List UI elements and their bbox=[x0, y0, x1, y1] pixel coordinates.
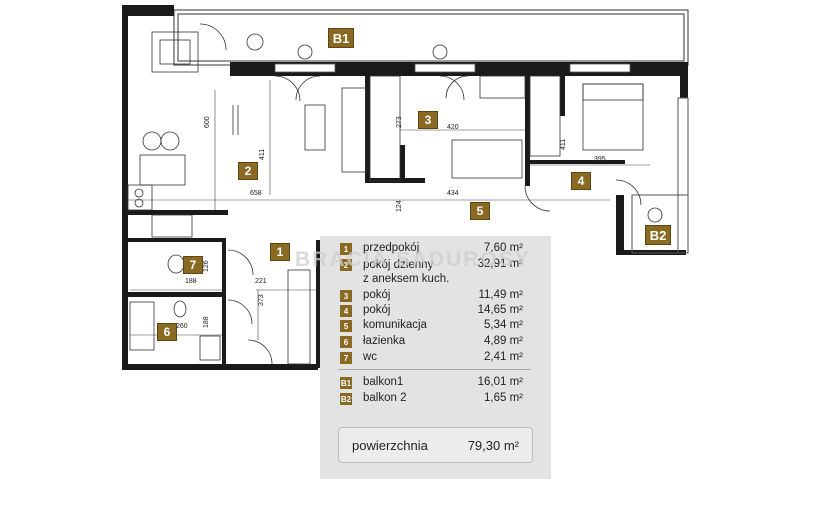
legend-divider bbox=[338, 369, 531, 370]
dim-260: 260 bbox=[176, 323, 188, 330]
legend-badge-4: 4 bbox=[340, 305, 352, 317]
legend-row-5: 5 komunikacja 5,34 m² bbox=[340, 319, 523, 334]
legend-row-2: 2 pokój dzienny z aneksem kuch. 32,91 m² bbox=[340, 258, 523, 288]
dim-395: 395 bbox=[594, 156, 606, 163]
room-7-badge: 7 bbox=[183, 256, 203, 274]
legend-name-4: pokój bbox=[363, 304, 391, 316]
dim-411-right: 411 bbox=[560, 138, 567, 150]
total-area-value: 79,30 m² bbox=[467, 438, 519, 453]
legend-area-2: 32,91 m² bbox=[477, 258, 523, 270]
dim-600: 600 bbox=[204, 116, 211, 128]
dim-373: 373 bbox=[258, 294, 265, 306]
dim-188-bath: 188 bbox=[203, 316, 210, 328]
legend-name-1: przedpokój bbox=[363, 242, 420, 254]
room-1-badge: 1 bbox=[270, 243, 290, 261]
legend-area-5: 5,34 m² bbox=[484, 319, 523, 331]
balcony-b2-badge: B2 bbox=[645, 225, 671, 245]
legend-name-3: pokój bbox=[363, 289, 391, 301]
legend-name-5: komunikacja bbox=[363, 319, 427, 331]
legend-row-6: 6 łazienka 4,89 m² bbox=[340, 335, 523, 350]
legend-name-b2: balkon 2 bbox=[363, 392, 407, 404]
legend-row-3: 3 pokój 11,49 m² bbox=[340, 289, 523, 304]
balcony-b2-outline bbox=[631, 97, 689, 254]
legend-row-7: 7 wc 2,41 m² bbox=[340, 351, 523, 366]
legend-name-6: łazienka bbox=[363, 335, 406, 347]
dim-124: 124 bbox=[396, 200, 403, 212]
dim-434: 434 bbox=[447, 190, 459, 197]
legend-area-3: 11,49 m² bbox=[478, 289, 523, 301]
dim-658: 658 bbox=[250, 190, 262, 197]
interior-walls bbox=[128, 76, 625, 368]
dim-411-left: 411 bbox=[259, 148, 266, 160]
legend-name-b1: balkon1 bbox=[363, 376, 404, 388]
watermark-text: BRACIA SADUROSY bbox=[295, 248, 531, 271]
dimension-lines bbox=[128, 80, 650, 340]
legend-badge-2: 2 bbox=[340, 259, 352, 271]
legend-row-b2: B2 balkon 2 1,65 m² bbox=[340, 392, 523, 407]
legend-name-2: pokój dzienny z aneksem kuch. bbox=[363, 259, 450, 285]
dim-273: 273 bbox=[396, 116, 403, 128]
legend-badge-1: 1 bbox=[340, 243, 352, 255]
total-area-box: powierzchnia 79,30 m² bbox=[338, 427, 533, 463]
legend-badge-3: 3 bbox=[340, 290, 352, 302]
balcony-b1-badge: B1 bbox=[328, 28, 354, 48]
legend-badge-b1: B1 bbox=[340, 377, 352, 389]
balcony-b1-outline bbox=[173, 9, 689, 66]
legend-area-4: 14,65 m² bbox=[477, 304, 523, 316]
dim-221: 221 bbox=[255, 278, 267, 285]
area-legend: 1 przedpokój 7,60 m² 2 pokój dzienny z a… bbox=[320, 236, 551, 479]
legend-area-1: 7,60 m² bbox=[484, 242, 523, 254]
legend-badge-b2: B2 bbox=[340, 393, 352, 405]
dim-126: 126 bbox=[203, 260, 210, 272]
legend-area-6: 4,89 m² bbox=[484, 335, 523, 347]
legend-badge-7: 7 bbox=[340, 352, 352, 364]
legend-badge-5: 5 bbox=[340, 320, 352, 332]
legend-name-7: wc bbox=[363, 351, 378, 363]
legend-area-b1: 16,01 m² bbox=[477, 376, 523, 388]
legend-area-b2: 1,65 m² bbox=[484, 392, 523, 404]
room-5-badge: 5 bbox=[470, 202, 490, 220]
dim-188-wc: 188 bbox=[185, 278, 197, 285]
legend-row-1: 1 przedpokój 7,60 m² bbox=[340, 242, 523, 257]
legend-row-b1: B1 balkon1 16,01 m² bbox=[340, 376, 523, 391]
total-area-label: powierzchnia bbox=[352, 438, 428, 453]
room-6-badge: 6 bbox=[157, 323, 177, 341]
legend-row-4: 4 pokój 14,65 m² bbox=[340, 304, 523, 319]
furniture bbox=[127, 31, 663, 365]
dim-420: 420 bbox=[447, 124, 459, 131]
room-3-badge: 3 bbox=[418, 111, 438, 129]
legend-area-7: 2,41 m² bbox=[484, 351, 523, 363]
room-4-badge: 4 bbox=[571, 172, 591, 190]
legend-badge-6: 6 bbox=[340, 336, 352, 348]
room-2-badge: 2 bbox=[238, 162, 258, 180]
